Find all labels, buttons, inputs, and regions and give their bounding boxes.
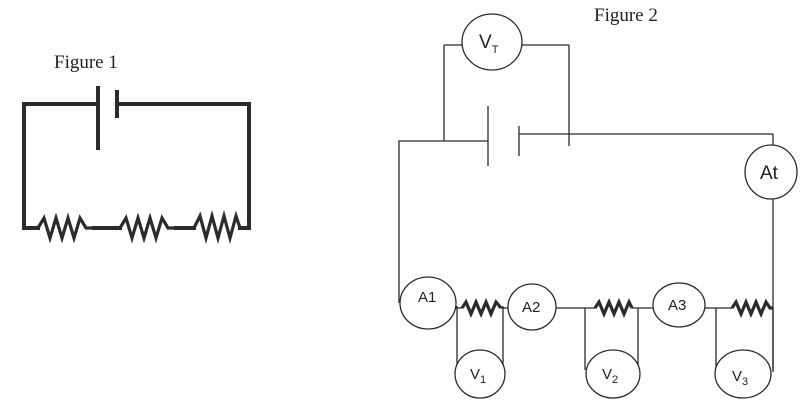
voltmeter-v3-label: V	[732, 368, 742, 385]
figure-2-resistor-1	[460, 297, 503, 319]
ammeter-a1: A1	[399, 276, 457, 330]
svg-text:V3: V3	[732, 368, 748, 388]
svg-text:VT: VT	[479, 32, 499, 56]
figure-1-resistor-3	[192, 209, 242, 245]
voltmeter-v2-subscript: 2	[612, 374, 618, 386]
figure-2-resistor-2	[593, 297, 634, 319]
voltmeter-vt: VT	[461, 13, 523, 71]
voltmeter-vt-label: V	[479, 32, 492, 53]
ammeter-a1-label: A1	[418, 289, 436, 306]
ammeter-at: At	[744, 144, 798, 200]
figure-2-resistor-3	[730, 297, 773, 319]
figure-1-resistor-1	[36, 212, 94, 244]
figure-1-caption: Figure 1	[54, 52, 118, 73]
figure-2-wire-left	[398, 140, 488, 303]
figure-1-wire-left	[22, 102, 100, 230]
svg-text:V2: V2	[602, 366, 618, 386]
ammeter-a3: A3	[652, 282, 706, 328]
figure-2-caption: Figure 2	[594, 5, 658, 26]
voltmeter-vt-subscript: T	[492, 44, 499, 56]
figure-1: Figure 1	[22, 52, 251, 245]
ammeter-a2-label: A2	[522, 299, 540, 316]
voltmeter-v3-subscript: 3	[742, 376, 748, 388]
ammeter-a3-label: A3	[668, 297, 686, 314]
ammeter-a2: A2	[507, 283, 557, 331]
ammeter-at-label: At	[760, 163, 779, 184]
voltmeter-v1-label: V	[470, 366, 480, 383]
voltmeter-v1-subscript: 1	[480, 374, 486, 386]
svg-text:V1: V1	[470, 366, 486, 386]
voltmeter-v3: V3	[714, 349, 772, 399]
voltmeter-v2-label: V	[602, 366, 612, 383]
figure-1-wire-right	[115, 102, 251, 230]
voltmeter-v1: V1	[454, 349, 506, 399]
figure-1-resistor-2	[118, 212, 176, 244]
voltmeter-v2: V2	[585, 349, 641, 399]
figure-2: Figure 2 VT At A1	[398, 5, 798, 399]
